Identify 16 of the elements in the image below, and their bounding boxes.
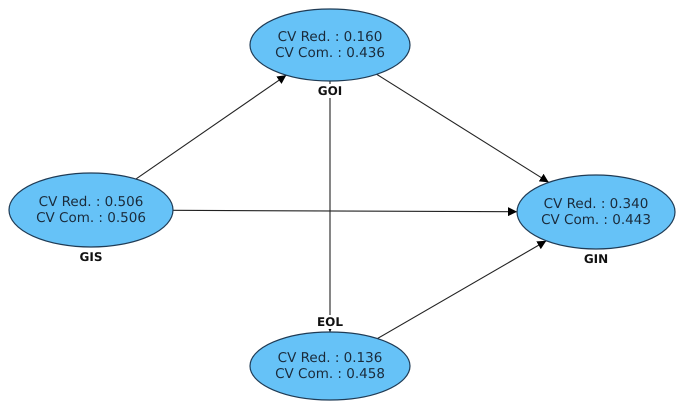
stat-text: CV Com. : 0.458	[274, 366, 386, 382]
node-label: GOI	[316, 84, 344, 98]
arrow	[326, 81, 334, 332]
arrow	[173, 207, 517, 216]
stat-text: CV Red. : 0.506	[38, 194, 144, 210]
arrow	[376, 74, 550, 183]
arrow	[136, 74, 287, 180]
node-label: GIN	[582, 252, 610, 266]
stat-text: CV Red. : 0.340	[542, 196, 650, 212]
stat-text: CV Com. : 0.443	[540, 212, 652, 228]
stat-text: CV Red. : 0.160	[276, 29, 384, 45]
stat-text: CV Com. : 0.436	[274, 45, 386, 61]
node-label: GIS	[78, 250, 104, 264]
stat-text: CV Red. : 0.136	[276, 350, 384, 366]
stat-text: CV Com. : 0.506	[35, 210, 147, 226]
arrow	[377, 240, 547, 340]
